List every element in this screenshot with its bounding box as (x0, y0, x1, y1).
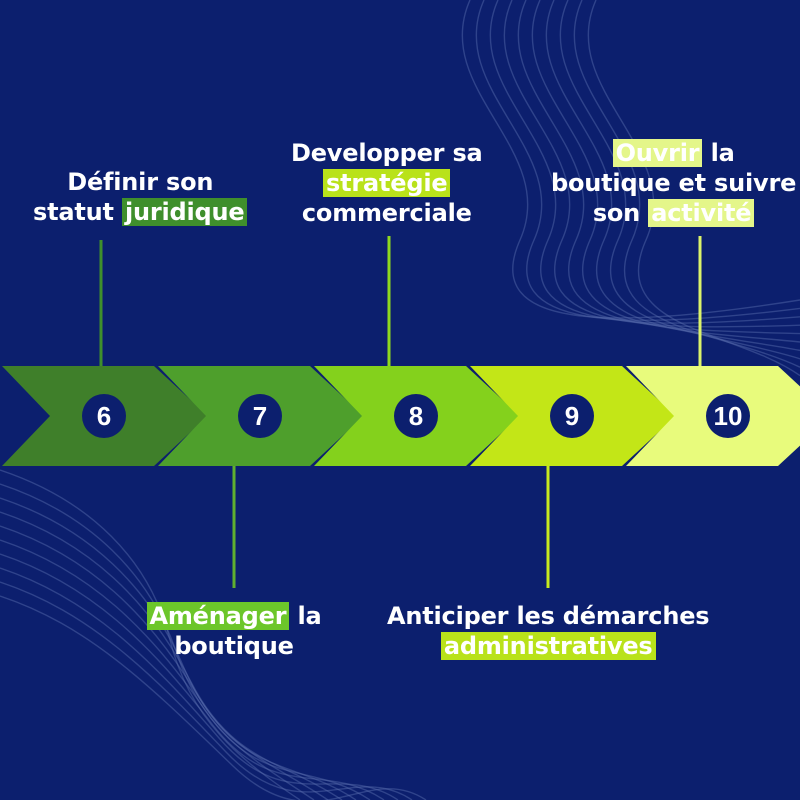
wave-line-top (461, 0, 800, 319)
step-arrows: 6 7 8 9 10 (2, 366, 800, 466)
label-text: commerciale (301, 199, 472, 227)
step-circle-9 (550, 394, 594, 438)
label-line: Developper sa (291, 138, 483, 168)
label-highlight: Aménager (146, 602, 290, 630)
wave-line-bottom (0, 497, 329, 800)
label-line: boutique et suivre (551, 168, 796, 198)
wave-line-top (531, 0, 800, 343)
label-line: statut juridique (33, 197, 248, 227)
label-text: Developper sa (291, 139, 483, 167)
label-highlight: stratégie (323, 169, 451, 197)
wave-line-top (587, 0, 800, 377)
step-circle-10 (706, 394, 750, 438)
wave-line-bottom (0, 595, 427, 800)
wave-line-top (489, 0, 800, 324)
label-text: boutique (174, 632, 294, 660)
step-number-9: 9 (565, 401, 579, 431)
label-highlight: Ouvrir (612, 139, 703, 167)
step-circle-8 (394, 394, 438, 438)
wave-line-top (503, 0, 800, 328)
label-text: boutique et suivre (551, 169, 797, 197)
step-circle-7 (238, 394, 282, 438)
step-number-8: 8 (409, 401, 423, 431)
step-number-6: 6 (97, 401, 111, 431)
wave-line-bottom (0, 539, 371, 800)
label-line: commerciale (291, 198, 483, 228)
wave-line-bottom (0, 483, 315, 800)
wave-line-bottom (0, 567, 399, 800)
wave-line-bottom (0, 511, 343, 800)
label-line: Ouvrir la (551, 138, 796, 168)
wave-line-bottom (0, 553, 385, 800)
label-line: Définir son (33, 167, 247, 197)
label-line: boutique (147, 631, 322, 661)
wave-line-top (559, 0, 800, 360)
wave-line-top (573, 0, 800, 368)
wave-line-bottom (0, 581, 413, 800)
label-line: stratégie (291, 168, 483, 198)
wave-line-top (517, 0, 800, 335)
step-number-7: 7 (253, 401, 267, 431)
wave-line-top (475, 0, 800, 321)
wave-line-bottom (0, 469, 301, 800)
label-line: administratives (387, 631, 709, 661)
connector-lines (99, 236, 702, 588)
label-line: Aménager la (146, 601, 322, 631)
label-highlight: juridique (121, 198, 248, 226)
label-line: son activité (551, 198, 796, 228)
label-text: son (592, 199, 649, 227)
step-number-10: 10 (714, 401, 743, 431)
label-highlight: activité (648, 199, 755, 227)
wave-line-bottom (0, 525, 357, 800)
label-text: Définir son (67, 168, 214, 196)
label-line: Anticiper les démarches (387, 601, 710, 631)
label-text: statut (33, 198, 122, 226)
label-text: Anticiper les démarches (387, 602, 710, 630)
label-highlight: administratives (440, 632, 656, 660)
label-text: la (702, 139, 735, 167)
step-circle-6 (82, 394, 126, 438)
label-text: la (289, 602, 322, 630)
